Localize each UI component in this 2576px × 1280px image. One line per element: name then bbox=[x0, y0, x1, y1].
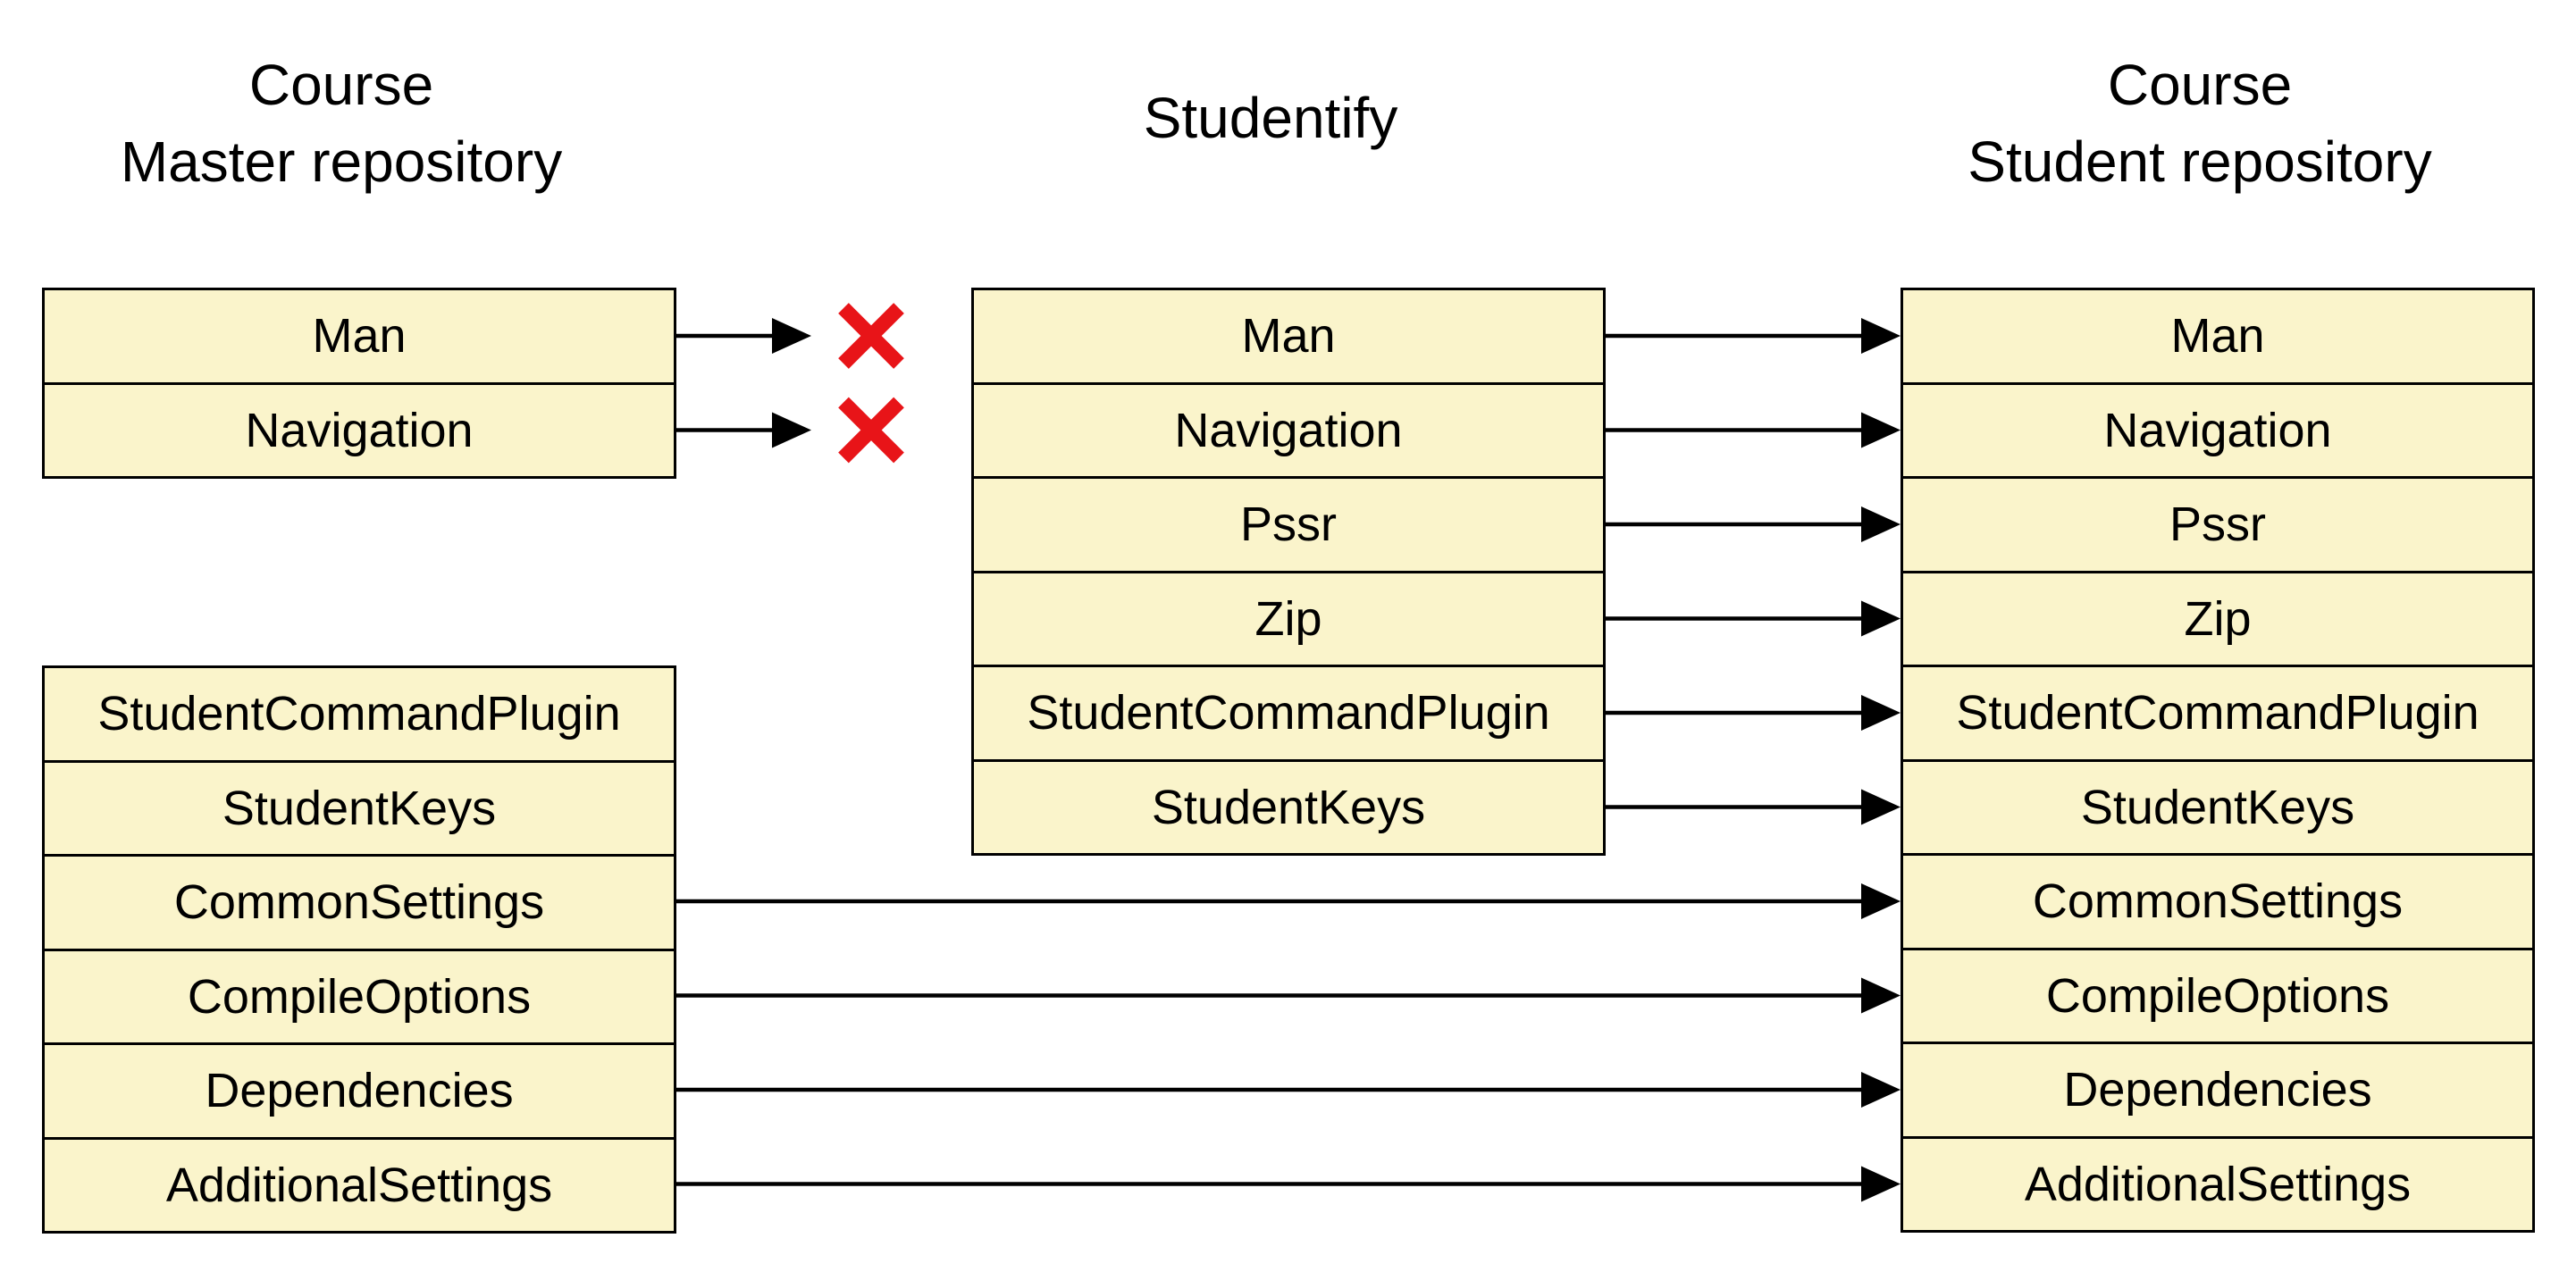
student-repo-group: Man Navigation Pssr Zip StudentCommandPl… bbox=[1901, 288, 2535, 1233]
box-master-studentkeys: StudentKeys bbox=[45, 763, 674, 857]
master-repo-bottom-group: StudentCommandPlugin StudentKeys CommonS… bbox=[42, 665, 676, 1234]
reject-x-icon bbox=[838, 397, 904, 464]
arrow-master-navigation-rejected bbox=[676, 412, 811, 448]
box-studentify-studentcommandplugin: StudentCommandPlugin bbox=[974, 667, 1603, 762]
studentify-title: Studentify bbox=[953, 79, 1588, 156]
arrow-studentify-studentkeys bbox=[1606, 789, 1901, 825]
box-master-dependencies: Dependencies bbox=[45, 1045, 674, 1140]
student-repo-title: Course Student repository bbox=[1883, 46, 2517, 200]
arrow-studentify-studentcommandplugin bbox=[1606, 695, 1901, 731]
box-studentify-pssr: Pssr bbox=[974, 479, 1603, 573]
master-repo-title-line2: Master repository bbox=[120, 130, 563, 194]
box-student-zip: Zip bbox=[1903, 573, 2532, 667]
arrow-master-commonsettings bbox=[676, 883, 1901, 919]
box-student-navigation: Navigation bbox=[1903, 385, 2532, 479]
studentify-group: Man Navigation Pssr Zip StudentCommandPl… bbox=[971, 288, 1606, 856]
master-repo-title: Course Master repository bbox=[24, 46, 659, 200]
box-master-man: Man bbox=[45, 290, 674, 385]
arrow-studentify-pssr bbox=[1606, 506, 1901, 542]
arrow-studentify-navigation bbox=[1606, 412, 1901, 448]
student-repo-title-line2: Student repository bbox=[1968, 130, 2432, 194]
arrow-studentify-man bbox=[1606, 318, 1901, 354]
arrow-master-compileoptions bbox=[676, 977, 1901, 1014]
box-studentify-zip: Zip bbox=[974, 573, 1603, 667]
arrow-studentify-zip bbox=[1606, 600, 1901, 637]
box-studentify-studentkeys: StudentKeys bbox=[1151, 780, 1426, 834]
box-master-navigation: Navigation bbox=[245, 403, 474, 457]
arrow-master-dependencies bbox=[676, 1072, 1901, 1108]
arrow-master-man-rejected bbox=[676, 318, 811, 354]
box-master-commonsettings: CommonSettings bbox=[45, 857, 674, 951]
box-student-compileoptions: CompileOptions bbox=[1903, 950, 2532, 1044]
student-repo-title-line1: Course bbox=[2107, 53, 2293, 117]
box-studentify-navigation: Navigation bbox=[974, 385, 1603, 479]
box-student-pssr: Pssr bbox=[1903, 479, 2532, 573]
box-master-studentcommandplugin: StudentCommandPlugin bbox=[45, 668, 674, 763]
studentify-title-line1: Studentify bbox=[1143, 86, 1398, 150]
box-master-additionalsettings: AdditionalSettings bbox=[165, 1158, 553, 1212]
box-student-additionalsettings: AdditionalSettings bbox=[2024, 1157, 2412, 1211]
reject-x-icon bbox=[838, 303, 904, 369]
arrow-master-additionalsettings bbox=[676, 1166, 1901, 1202]
master-repo-top-group: Man Navigation bbox=[42, 288, 676, 479]
box-student-dependencies: Dependencies bbox=[1903, 1044, 2532, 1139]
box-student-studentkeys: StudentKeys bbox=[1903, 762, 2532, 856]
box-master-compileoptions: CompileOptions bbox=[45, 951, 674, 1045]
box-student-studentcommandplugin: StudentCommandPlugin bbox=[1903, 667, 2532, 762]
box-student-man: Man bbox=[1903, 290, 2532, 385]
master-repo-title-line1: Course bbox=[248, 53, 434, 117]
box-studentify-man: Man bbox=[974, 290, 1603, 385]
box-student-commonsettings: CommonSettings bbox=[1903, 856, 2532, 950]
